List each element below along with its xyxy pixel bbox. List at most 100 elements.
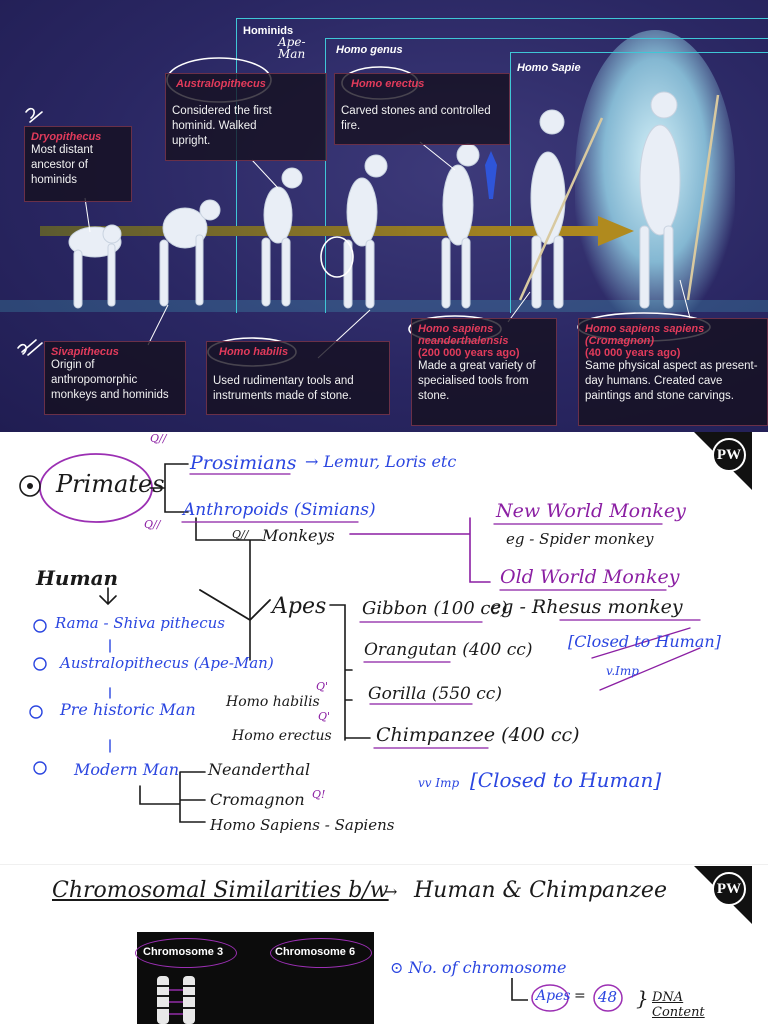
homo-habilis-label: Homo habilis bbox=[226, 694, 320, 710]
species-name-line2: (Cromagnon) bbox=[585, 335, 655, 347]
annotation-ape-man: Ape- Man bbox=[278, 35, 306, 61]
box-sivapithecus: Sivapithecus Origin of anthropomorphic m… bbox=[44, 341, 186, 415]
species-desc: monkeys and hominids bbox=[51, 389, 169, 401]
pw-logo-text: PW bbox=[712, 872, 746, 906]
chromosome-6-circle bbox=[270, 938, 372, 968]
prehistoric-label: Pre historic Man bbox=[60, 700, 196, 719]
box-cromagnon: Homo sapiens sapiens (Cromagnon) (40 000… bbox=[578, 318, 768, 426]
species-desc: fire. bbox=[341, 120, 361, 132]
apes-chromosome-count: 48 bbox=[598, 988, 618, 1006]
species-desc: Origin of bbox=[51, 359, 95, 371]
chromosome-count-lines bbox=[511, 978, 623, 1012]
chimpanzee-label: Chimpanzee (400 cc) bbox=[376, 724, 580, 746]
species-name: Sivapithecus bbox=[51, 346, 119, 358]
chromosome-title-arrow: → bbox=[384, 882, 398, 901]
species-years: (40 000 years ago) bbox=[585, 347, 681, 359]
vv-imp-2: vv Imp bbox=[418, 776, 460, 790]
box-homo-erectus: Homo erectus Carved stones and controlle… bbox=[334, 73, 510, 145]
monkeys-label: Monkeys bbox=[262, 526, 335, 545]
notes-lines bbox=[19, 453, 701, 823]
pw-logo: PW bbox=[694, 866, 752, 924]
species-desc: Most distant bbox=[31, 144, 93, 156]
q-mark: Q// bbox=[150, 432, 167, 445]
q-mark: Q' bbox=[316, 680, 329, 693]
apes-chromosome-label: Apes bbox=[536, 988, 571, 1004]
species-desc: anthropomorphic bbox=[51, 374, 138, 386]
label-hominids: Hominids bbox=[243, 25, 294, 37]
q-mark: Q// bbox=[232, 528, 249, 541]
label-homo-genus: Homo genus bbox=[336, 44, 403, 56]
chromosome-count-label: ⊙ No. of chromosome bbox=[390, 958, 567, 977]
orangutan-label: Orangutan (400 cc) bbox=[364, 640, 533, 660]
box-dryopithecus: Dryopithecus Most distant ancestor of ho… bbox=[24, 126, 132, 202]
anthropoids-label: Anthropoids (Simians) bbox=[183, 500, 376, 520]
species-name: Homo sapiens sapiens bbox=[585, 323, 705, 335]
closed-to-human-2: [Closed to Human] bbox=[470, 768, 662, 792]
chromosome-image: Chromosome 3 Chromosome 6 bbox=[135, 932, 374, 1024]
evolution-arrow bbox=[40, 226, 600, 236]
frame-homo-genus bbox=[325, 38, 768, 313]
species-desc: Considered the first bbox=[172, 105, 272, 117]
v-imp-1: v.Imp bbox=[606, 664, 639, 678]
box-neanderthalensis: Homo sapiens neanderthalensis (200 000 y… bbox=[411, 318, 557, 426]
homo-erectus-label: Homo erectus bbox=[232, 728, 332, 744]
dna-content-label: DNA Content bbox=[652, 990, 705, 1020]
gibbon-label: Gibbon (100 cc) bbox=[362, 598, 508, 619]
ramashiva-label: Rama - Shiva pithecus bbox=[55, 614, 225, 632]
species-desc: specialised tools from bbox=[418, 375, 529, 387]
human-label: Human bbox=[36, 566, 119, 590]
ground-strip bbox=[0, 300, 768, 312]
gorilla-label: Gorilla (550 cc) bbox=[368, 684, 502, 704]
chromosome-title-left: Chromosomal Similarities b/w bbox=[52, 878, 389, 903]
species-name: Australopithecus bbox=[176, 78, 266, 90]
homo-sapiens-label: Homo Sapiens - Sapiens bbox=[210, 816, 395, 834]
species-years: (200 000 years ago) bbox=[418, 347, 520, 359]
species-desc: hominid. Walked bbox=[172, 120, 257, 132]
chromosome-3-circle bbox=[135, 938, 237, 968]
frame-homo-sapiens bbox=[510, 52, 768, 313]
species-desc: paintings and stone carvings. bbox=[585, 390, 734, 402]
species-desc: day humans. Created cave bbox=[585, 375, 723, 387]
apes-label: Apes bbox=[272, 594, 327, 619]
brace: } bbox=[636, 986, 649, 1010]
species-desc: ancestor of bbox=[31, 159, 88, 171]
species-desc: stone. bbox=[418, 390, 450, 402]
equals-sign: = bbox=[574, 988, 586, 1004]
chromosome-bands bbox=[157, 976, 195, 1024]
neanderthal-label: Neanderthal bbox=[208, 760, 311, 779]
frame-hominids bbox=[236, 18, 768, 313]
species-desc: instruments made of stone. bbox=[213, 390, 352, 402]
old-world-monkey: Old World Monkey bbox=[500, 566, 680, 588]
new-world-example: eg - Spider monkey bbox=[506, 530, 654, 548]
label-homo-sapiens: Homo Sapie bbox=[517, 62, 581, 74]
species-desc: Made a great variety of bbox=[418, 360, 536, 372]
modern-man-label: Modern Man bbox=[74, 760, 179, 779]
species-name: Dryopithecus bbox=[31, 131, 102, 143]
no-of-chromosome: No. of chromosome bbox=[408, 958, 567, 977]
species-desc: Used rudimentary tools and bbox=[213, 375, 354, 387]
species-name: Homo sapiens bbox=[418, 323, 494, 335]
species-name: Homo erectus bbox=[351, 78, 425, 90]
species-desc: upright. bbox=[172, 135, 211, 147]
species-desc: hominids bbox=[31, 174, 78, 186]
box-homo-habilis: Homo habilis Used rudimentary tools and … bbox=[206, 341, 390, 415]
evolution-arrow-head bbox=[598, 216, 634, 246]
chromosome-title-right: Human & Chimpanzee bbox=[414, 878, 667, 903]
cromagnon-label: Cromagnon bbox=[210, 790, 305, 809]
pw-logo: PW bbox=[694, 432, 752, 490]
species-name: Homo habilis bbox=[219, 346, 289, 358]
prosimians-label: Prosimians bbox=[190, 452, 297, 474]
primates-label: Primates bbox=[56, 470, 165, 498]
australopithecus-label: Australopithecus (Ape-Man) bbox=[60, 654, 274, 672]
evolution-poster: Hominids Homo genus Homo Sapie bbox=[0, 0, 768, 432]
closed-to-human-1: [Closed to Human] bbox=[568, 632, 721, 651]
species-desc: Carved stones and controlled bbox=[341, 105, 491, 117]
pw-logo-text: PW bbox=[712, 438, 746, 472]
prosimian-examples: → Lemur, Loris etc bbox=[305, 452, 457, 471]
q-mark: Q// bbox=[144, 518, 161, 531]
box-australopithecus: Australopithecus Considered the first ho… bbox=[165, 73, 327, 161]
new-world-monkey: New World Monkey bbox=[496, 500, 686, 522]
gibbon-example: eg - Rhesus monkey bbox=[490, 596, 683, 618]
q-mark: Q! bbox=[312, 788, 326, 801]
species-desc: Same physical aspect as present- bbox=[585, 360, 758, 372]
